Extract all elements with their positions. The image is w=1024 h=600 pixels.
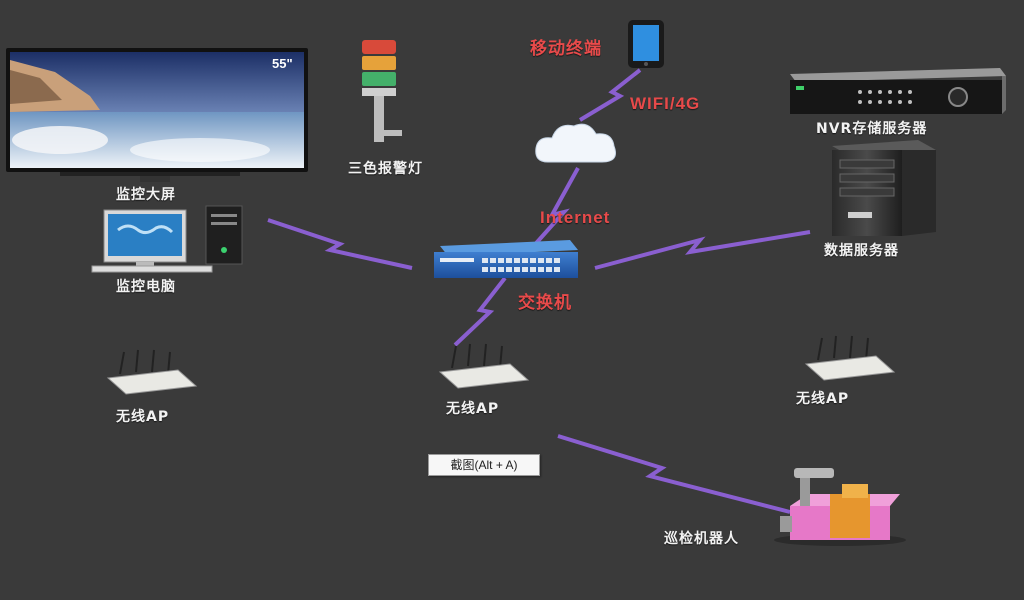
ap-right-label: 无线AP xyxy=(796,391,850,407)
robot-label: 巡检机器人 xyxy=(664,531,739,547)
cloud-icon xyxy=(535,123,616,163)
tower-light-icon xyxy=(362,40,402,142)
tv-size-label: 55" xyxy=(272,56,293,71)
robot-icon xyxy=(774,468,906,546)
server-tower-icon xyxy=(832,140,936,236)
network-switch-icon xyxy=(434,240,578,278)
wireless-ap-icon xyxy=(438,343,530,389)
tablet-icon xyxy=(628,20,664,68)
tv-icon xyxy=(6,48,308,182)
desktop-computer-icon xyxy=(91,205,243,273)
link-lines xyxy=(267,68,811,514)
switch-label: 交换机 xyxy=(518,293,572,313)
monitor-screen-label: 监控大屏 xyxy=(116,187,176,203)
link-mobile-cloud xyxy=(578,68,642,122)
link-cloud-switch xyxy=(528,167,580,252)
data-server-label: 数据服务器 xyxy=(824,243,899,259)
wireless-ap-icon xyxy=(106,349,198,395)
link-switch-server xyxy=(594,230,811,270)
screenshot-tooltip: 截图(Alt + A) xyxy=(428,454,540,476)
wireless-ap-icon xyxy=(804,335,896,381)
ap-center-label: 无线AP xyxy=(446,401,500,417)
monitor-pc-label: 监控电脑 xyxy=(116,279,176,295)
link-ap-robot xyxy=(557,434,791,514)
internet-label: Internet xyxy=(540,208,611,227)
link-pc-switch xyxy=(267,218,413,270)
mobile-terminal-label: 移动终端 xyxy=(530,39,602,59)
wifi-4g-label: WIFI/4G xyxy=(630,94,701,113)
nvr-label: NVR存储服务器 xyxy=(816,121,928,137)
nvr-recorder-icon xyxy=(790,68,1006,114)
alarm-light-label: 三色报警灯 xyxy=(348,161,423,177)
link-switch-ap xyxy=(453,276,507,347)
ap-left-label: 无线AP xyxy=(116,409,170,425)
